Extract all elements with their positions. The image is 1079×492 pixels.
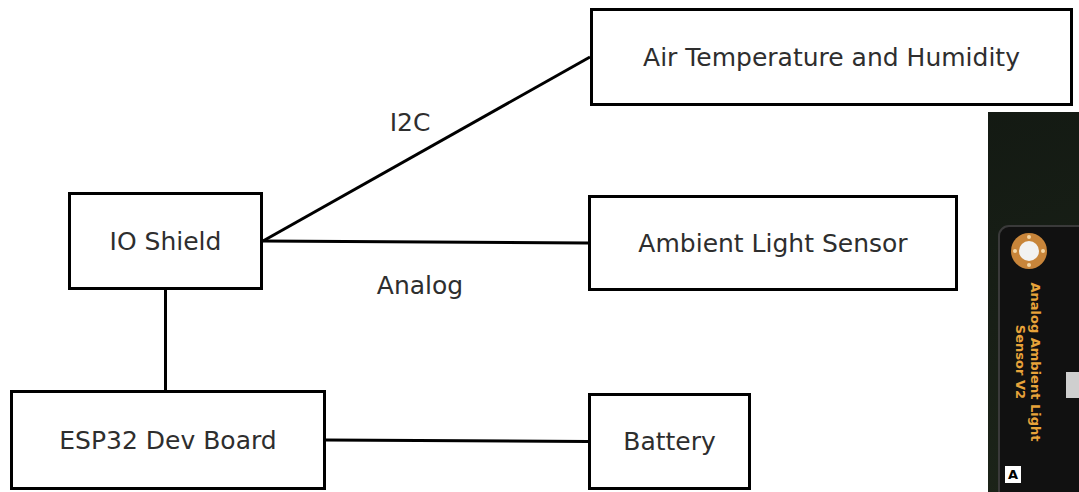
mount-hole: [1019, 241, 1039, 261]
ring-dot: [1041, 249, 1045, 253]
connector-line: [326, 440, 588, 442]
edge-label: Analog: [374, 271, 466, 300]
shield-box: IO Shield: [68, 192, 263, 290]
edge-label: I2C: [387, 108, 434, 137]
board-box: ESP32 Dev Board: [10, 390, 326, 490]
box-label: ESP32 Dev Board: [59, 426, 276, 455]
connector-line: [263, 57, 590, 241]
mount-hole-ring: [1011, 233, 1047, 269]
ring-dot: [1013, 249, 1017, 253]
board-silkscreen: Analog Ambient Light Sensor V2: [1012, 267, 1042, 457]
ring-dot: [1027, 263, 1031, 267]
box-label: Battery: [623, 427, 716, 456]
board-tag: A: [1005, 466, 1021, 483]
connector-line: [263, 241, 588, 243]
sensor-board: [999, 226, 1079, 492]
box-label: Air Temperature and Humidity: [643, 43, 1020, 72]
sensor-box: Air Temperature and Humidity: [590, 8, 1073, 106]
box-label: Ambient Light Sensor: [638, 229, 907, 258]
ring-dot: [1027, 235, 1031, 239]
board-component: [1066, 372, 1079, 398]
box-label: IO Shield: [110, 227, 222, 256]
sensor-box: Ambient Light Sensor: [588, 195, 958, 291]
connector-line: [164, 290, 167, 390]
power-box: Battery: [588, 393, 751, 490]
